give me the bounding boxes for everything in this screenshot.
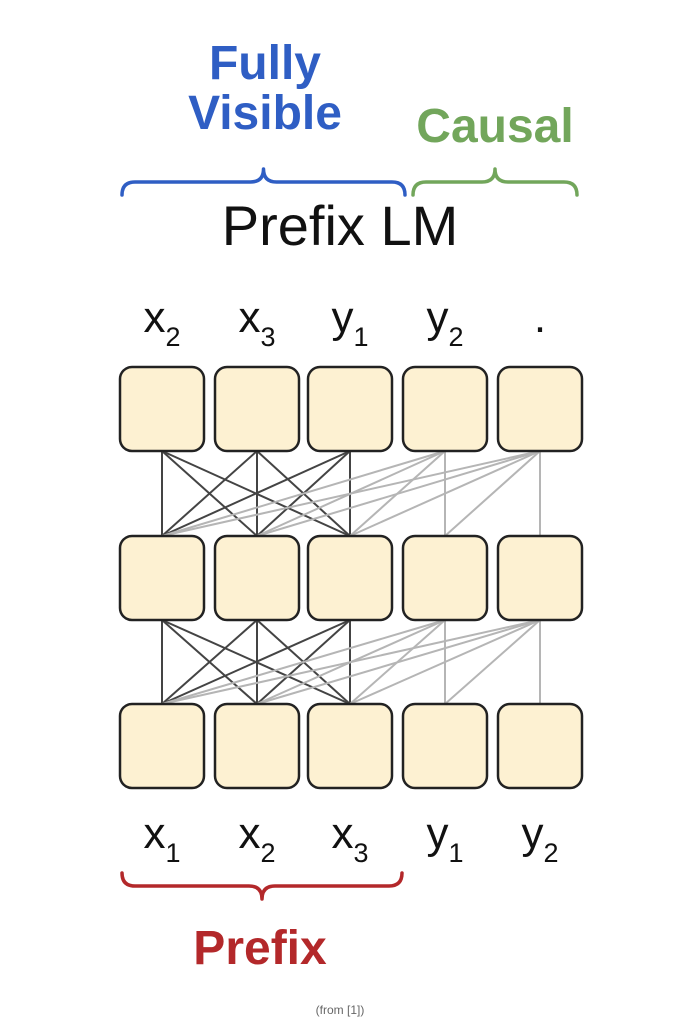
token-box bbox=[306, 365, 394, 453]
token-box bbox=[496, 702, 584, 790]
attention-edge bbox=[349, 619, 541, 705]
token-base: x bbox=[143, 809, 166, 858]
causal-label: Causal bbox=[416, 100, 574, 153]
token-box bbox=[213, 702, 301, 790]
token-subscript: 1 bbox=[165, 838, 181, 868]
token-subscript: 2 bbox=[448, 322, 464, 352]
token-box bbox=[496, 534, 584, 622]
token-base: y bbox=[331, 293, 354, 342]
token-box bbox=[118, 534, 206, 622]
attention-edge bbox=[444, 619, 541, 705]
attention-edge bbox=[161, 450, 351, 537]
attention-edge bbox=[161, 619, 351, 705]
input-token: y2 bbox=[495, 809, 585, 867]
token-base: . bbox=[533, 293, 547, 342]
fully-visible-label: Fully Visible bbox=[150, 40, 380, 138]
attention-edge bbox=[256, 450, 541, 537]
token-subscript: 3 bbox=[260, 322, 276, 352]
token-base: y bbox=[426, 293, 449, 342]
token-base: x bbox=[331, 809, 354, 858]
token-subscript: 2 bbox=[165, 322, 181, 352]
prefix-label: Prefix bbox=[193, 922, 327, 975]
token-base: x bbox=[143, 293, 166, 342]
token-subscript: 1 bbox=[448, 838, 464, 868]
token-base: x bbox=[238, 293, 261, 342]
token-box bbox=[496, 365, 584, 453]
token-subscript: 2 bbox=[260, 838, 276, 868]
attention-edge bbox=[349, 450, 541, 537]
token-subscript: 3 bbox=[353, 838, 369, 868]
input-token: x2 bbox=[212, 809, 302, 867]
input-token: x3 bbox=[305, 809, 395, 867]
braces-group bbox=[120, 167, 579, 901]
attention-edge bbox=[256, 619, 541, 705]
output-token: x2 bbox=[117, 293, 207, 351]
token-base: y bbox=[426, 809, 449, 858]
output-token: y1 bbox=[305, 293, 395, 351]
prefix-brace bbox=[120, 871, 404, 901]
token-subscript: 1 bbox=[353, 322, 369, 352]
attention-edge bbox=[161, 619, 258, 705]
token-box bbox=[306, 702, 394, 790]
token-box bbox=[401, 534, 489, 622]
token-box bbox=[213, 365, 301, 453]
output-token: x3 bbox=[212, 293, 302, 351]
fully-visible-label-line2: Visible bbox=[188, 87, 342, 140]
token-boxes bbox=[118, 365, 584, 790]
attention-edges bbox=[161, 450, 541, 705]
token-box bbox=[213, 534, 301, 622]
diagram-title: Prefix LM bbox=[221, 194, 459, 257]
source-caption: (from [1]) bbox=[315, 1003, 365, 1017]
attention-edge bbox=[161, 450, 258, 537]
token-box bbox=[306, 534, 394, 622]
input-token: y1 bbox=[400, 809, 490, 867]
token-base: y bbox=[521, 809, 544, 858]
fully-visible-brace bbox=[120, 167, 407, 197]
token-subscript: 2 bbox=[543, 838, 559, 868]
token-box bbox=[118, 365, 206, 453]
attention-edge bbox=[444, 450, 541, 537]
attention-edge bbox=[161, 450, 446, 537]
attention-edge bbox=[161, 450, 541, 537]
output-token: y2 bbox=[400, 293, 490, 351]
token-box bbox=[118, 702, 206, 790]
attention-edge bbox=[161, 619, 446, 705]
input-token: x1 bbox=[117, 809, 207, 867]
output-token: . bbox=[495, 296, 585, 340]
attention-edge bbox=[161, 619, 541, 705]
token-box bbox=[401, 702, 489, 790]
causal-brace bbox=[411, 167, 579, 197]
token-base: x bbox=[238, 809, 261, 858]
token-box bbox=[401, 365, 489, 453]
fully-visible-label-line1: Fully bbox=[208, 37, 321, 90]
